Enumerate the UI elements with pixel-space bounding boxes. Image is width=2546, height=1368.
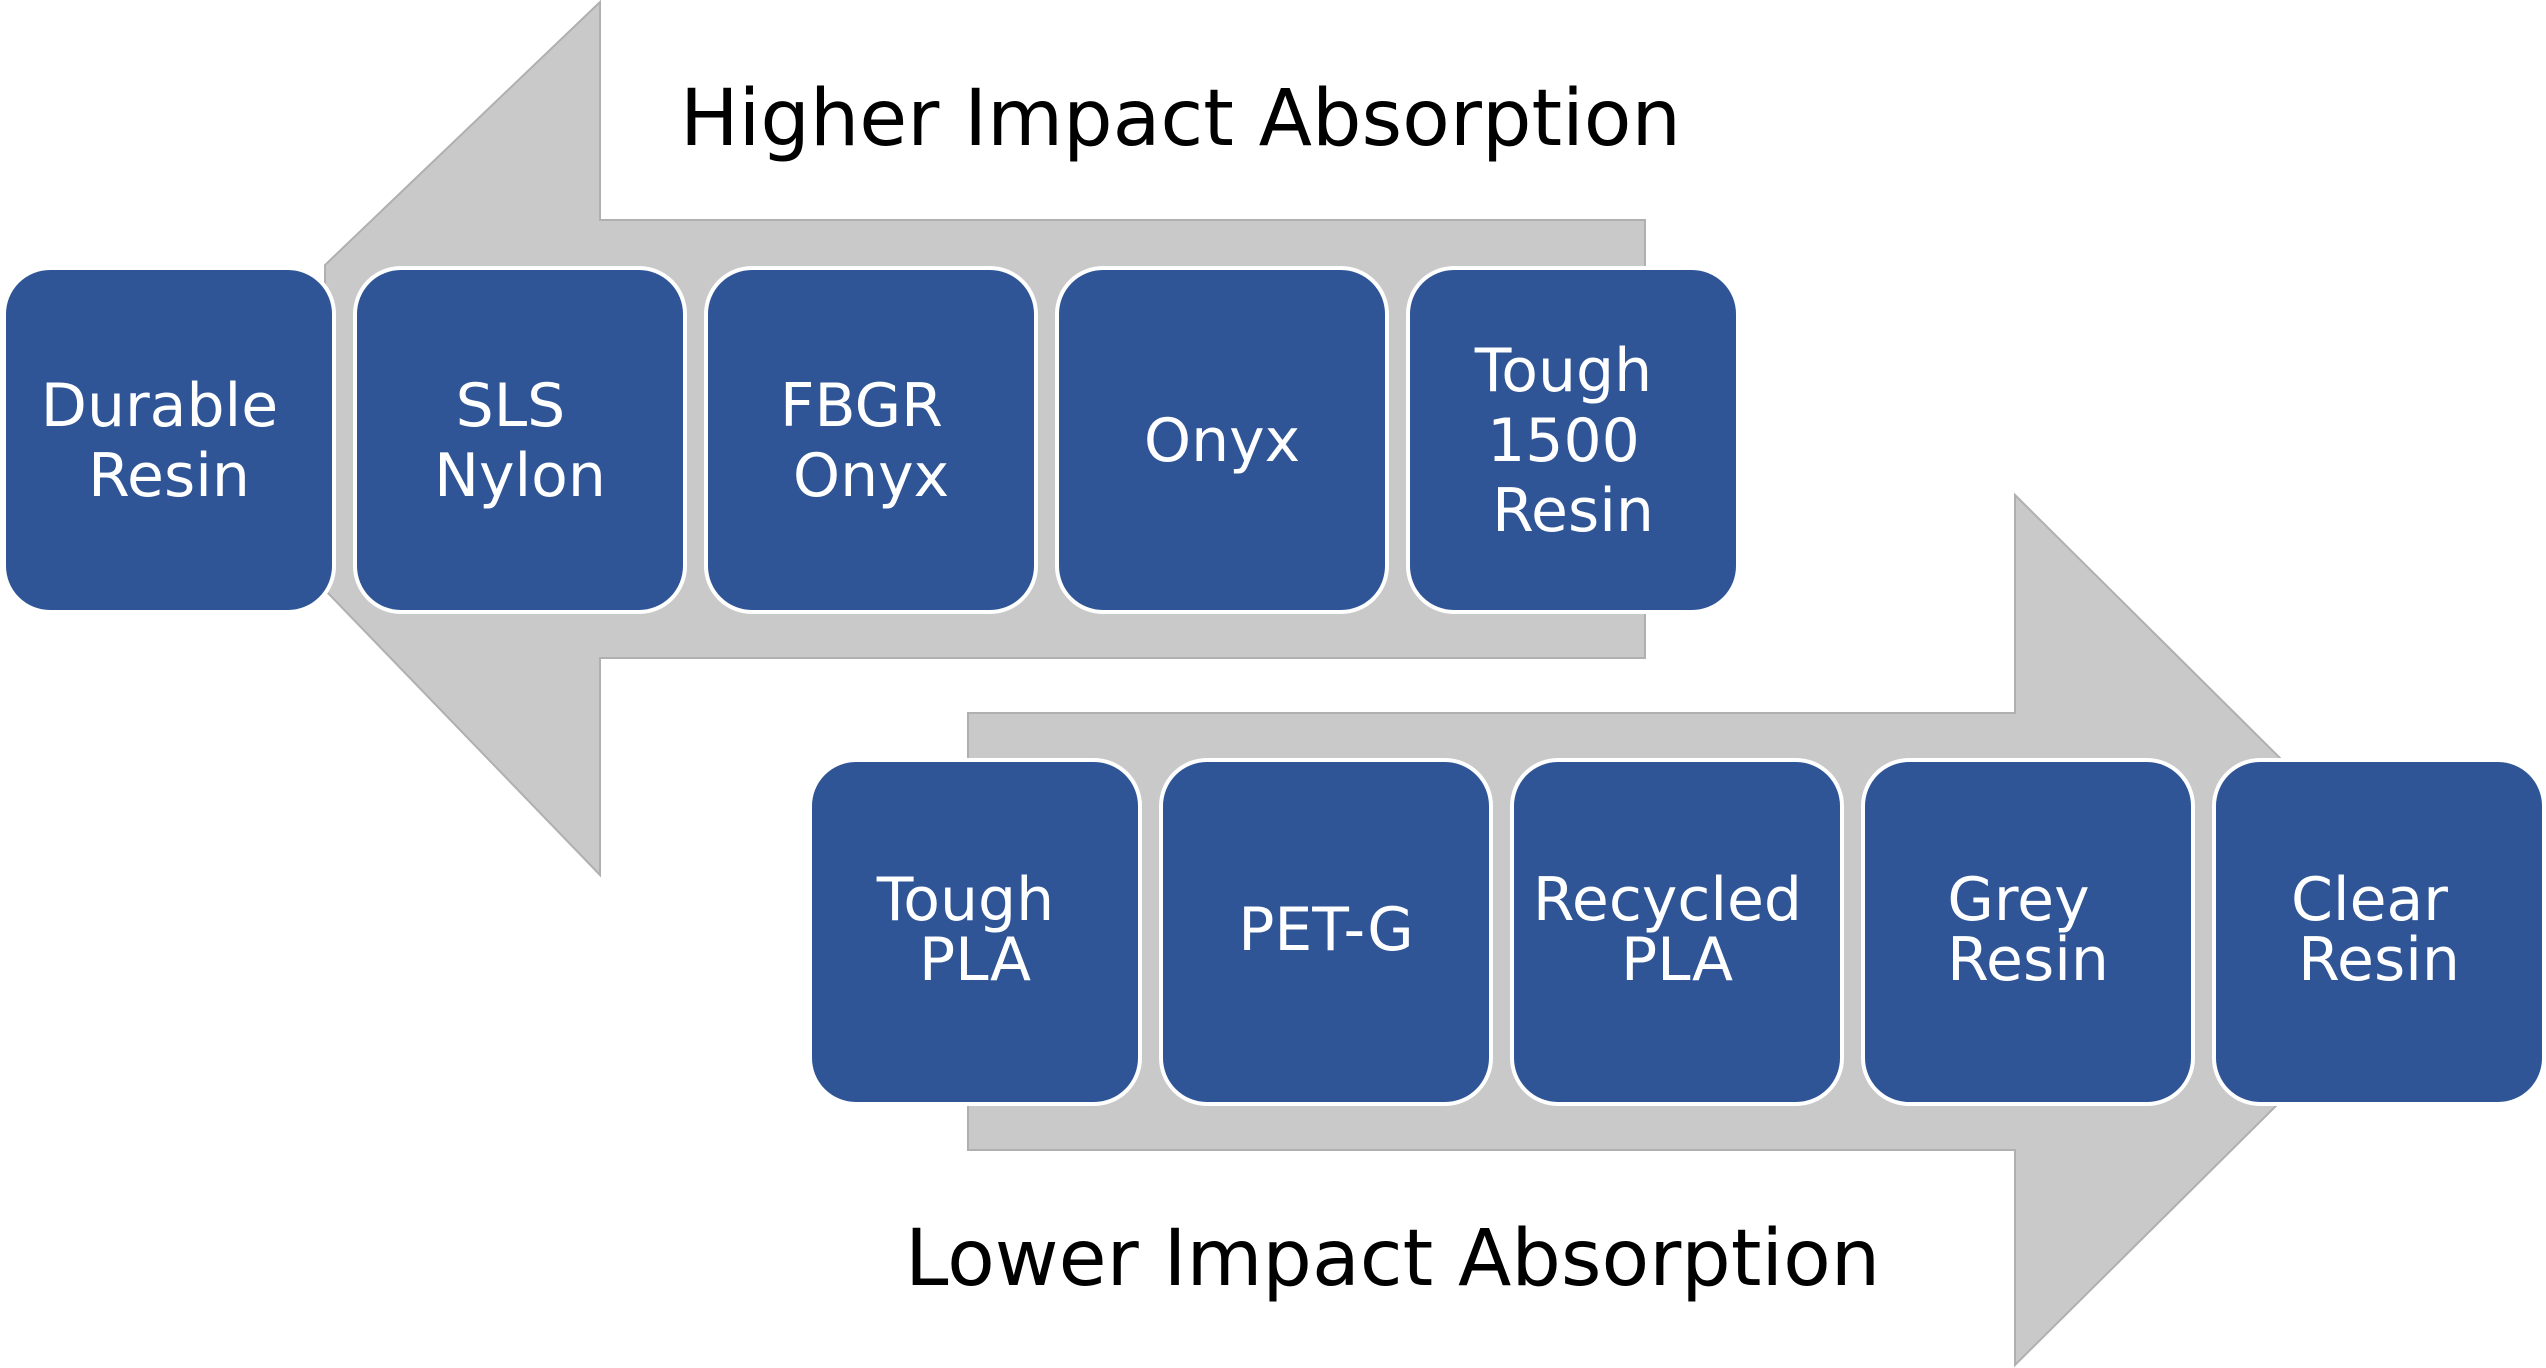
- material-box-label: Grey Resin: [1947, 865, 2109, 995]
- lower-impact-title: Lower Impact Absorption: [905, 1214, 1880, 1304]
- material-label-line: 1500: [1487, 406, 1640, 476]
- material-box-sls-nylon: SLS Nylon: [353, 266, 687, 614]
- material-label-line: Tough: [1474, 336, 1652, 406]
- material-box-label: Onyx: [1144, 406, 1300, 476]
- material-box-bg: [1055, 266, 1389, 614]
- material-box-label: FBGR Onyx: [780, 371, 962, 511]
- material-box-label: PET-G: [1238, 895, 1414, 965]
- material-box-onyx: Onyx: [1055, 266, 1389, 614]
- material-box-bg: [704, 266, 1038, 614]
- material-box-label: Tough PLA: [876, 865, 1073, 995]
- material-label-line: Nylon: [434, 441, 606, 511]
- material-box-bg: [1510, 758, 1844, 1106]
- material-label-line: Recycled: [1533, 865, 1802, 935]
- material-label-line: Durable: [41, 371, 278, 441]
- material-box-grey-resin: Grey Resin: [1861, 758, 2195, 1106]
- bottom-row-materials: Tough PLA PET-G Recycled PLA Grey Resin: [808, 758, 2546, 1106]
- material-box-label: Clear Resin: [2291, 865, 2467, 995]
- material-label-line: Onyx: [793, 441, 949, 511]
- material-label-line: Onyx: [1144, 406, 1300, 476]
- material-box-label: Durable Resin: [41, 371, 297, 511]
- material-box-tough-pla: Tough PLA: [808, 758, 1142, 1106]
- material-box-bg: [808, 758, 1142, 1106]
- material-box-recycled-pla: Recycled PLA: [1510, 758, 1844, 1106]
- material-label-line: PLA: [919, 925, 1031, 995]
- material-box-pet-g: PET-G: [1159, 758, 1493, 1106]
- material-label-line: Clear: [2291, 865, 2448, 935]
- material-label-line: Resin: [1947, 925, 2109, 995]
- material-box-tough-1500-resin: Tough 1500 Resin: [1406, 266, 1740, 614]
- material-box-clear-resin: Clear Resin: [2212, 758, 2546, 1106]
- material-box-bg: [2212, 758, 2546, 1106]
- material-label-line: PET-G: [1238, 895, 1414, 965]
- material-label-line: FBGR: [780, 371, 943, 441]
- material-box-label: SLS Nylon: [434, 371, 606, 511]
- top-row-materials: Durable Resin SLS Nylon FBGR Onyx Onyx: [2, 266, 1740, 614]
- material-label-line: Tough: [876, 865, 1054, 935]
- material-label-line: Resin: [1492, 476, 1654, 546]
- material-label-line: Grey: [1947, 865, 2089, 935]
- higher-impact-title: Higher Impact Absorption: [680, 74, 1681, 164]
- material-label-line: PLA: [1621, 925, 1733, 995]
- material-box-label: Recycled PLA: [1533, 865, 1821, 995]
- material-box-label: Tough 1500 Resin: [1474, 336, 1671, 546]
- material-box-bg: [353, 266, 687, 614]
- material-label-line: Resin: [2298, 925, 2460, 995]
- material-label-line: Resin: [88, 441, 250, 511]
- material-box-bg: [2, 266, 336, 614]
- material-box-fbgr-onyx: FBGR Onyx: [704, 266, 1038, 614]
- material-label-line: SLS: [456, 371, 566, 441]
- material-box-durable-resin: Durable Resin: [2, 266, 336, 614]
- material-box-bg: [1861, 758, 2195, 1106]
- material-box-bg: [1159, 758, 1493, 1106]
- material-box-bg: [1406, 266, 1740, 614]
